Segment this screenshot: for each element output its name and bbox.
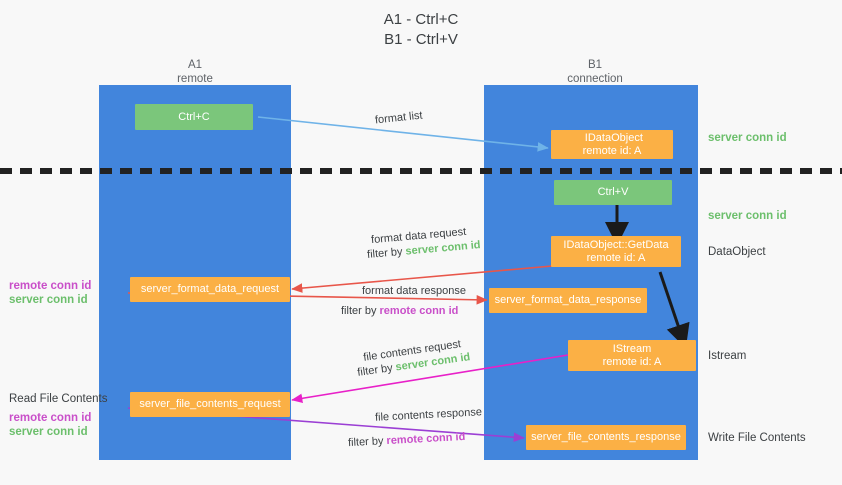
right-label-data-object: DataObject <box>708 246 766 258</box>
label-fcres-filter-prefix: filter by <box>347 435 387 450</box>
column-header-a1: A1 remote <box>120 58 270 86</box>
column-a1-sub: remote <box>177 73 213 85</box>
right-label-server-conn-id-top: server conn id <box>708 132 787 144</box>
left-label-server-conn-id-1: server conn id <box>9 294 88 306</box>
label-format-list: format list <box>374 109 424 127</box>
label-fdres-filter-prefix: filter by <box>341 305 380 317</box>
box-getdata-line2: remote id: A <box>586 251 646 264</box>
label-fdr-filter-prefix: filter by <box>366 245 407 261</box>
right-label-server-conn-id-mid: server conn id <box>708 210 787 222</box>
page-title: A1 - Ctrl+C B1 - Ctrl+V <box>0 10 842 50</box>
right-label-istream: Istream <box>708 350 747 362</box>
box-idataobject-line1: IDataObject <box>581 131 643 144</box>
box-ctrl-c-label: Ctrl+C <box>178 110 210 123</box>
box-idataobject-line2: remote id: A <box>582 144 642 157</box>
left-label-remote-conn-id-2: remote conn id <box>9 412 92 424</box>
box-server-file-contents-response[interactable]: server_file_contents_response <box>526 425 686 450</box>
left-label-read-file-contents: Read File Contents <box>9 393 108 405</box>
label-fcr-filter-prefix: filter by <box>356 361 397 379</box>
box-server-format-data-response[interactable]: server_format_data_response <box>489 288 647 313</box>
box-server-format-data-response-label: server_format_data_response <box>494 294 642 306</box>
label-fdres-filter-value: remote conn id <box>379 305 459 317</box>
column-b1-sub: connection <box>567 73 623 85</box>
box-server-format-data-request-label: server_format_data_request <box>140 283 280 295</box>
box-server-file-contents-request-label: server_file_contents_request <box>139 398 281 410</box>
label-format-data-response: format data response <box>362 285 466 297</box>
box-server-file-contents-request[interactable]: server_file_contents_request <box>130 392 290 417</box>
right-label-write-file-contents: Write File Contents <box>708 432 806 444</box>
divider-dashed-line <box>0 168 842 174</box>
column-header-b1: B1 connection <box>520 58 670 86</box>
label-fcres-filter-value: remote conn id <box>386 430 466 448</box>
box-ctrl-c[interactable]: Ctrl+C <box>135 104 253 130</box>
box-istream-line2: remote id: A <box>602 355 662 368</box>
column-a1-name: A1 <box>187 59 203 71</box>
box-istream[interactable]: IStream remote id: A <box>568 340 696 371</box>
label-file-contents-response: file contents response <box>374 406 483 424</box>
box-idataobject-format-list[interactable]: IDataObject remote id: A <box>551 130 673 159</box>
box-idataobject-getdata[interactable]: IDataObject::GetData remote id: A <box>551 236 681 267</box>
column-b1-name: B1 <box>587 59 603 71</box>
left-label-remote-conn-id-1: remote conn id <box>9 280 92 292</box>
box-getdata-line1: IDataObject::GetData <box>563 238 669 251</box>
box-istream-line1: IStream <box>612 342 652 355</box>
box-server-file-contents-response-label: server_file_contents_response <box>531 431 681 443</box>
left-label-server-conn-id-2: server conn id <box>9 426 88 438</box>
box-server-format-data-request[interactable]: server_format_data_request <box>130 277 290 302</box>
box-ctrl-v[interactable]: Ctrl+V <box>554 180 672 205</box>
title-line-1: A1 - Ctrl+C <box>383 11 459 28</box>
label-file-contents-response-filter: filter by remote conn id <box>348 430 466 451</box>
title-line-2: B1 - Ctrl+V <box>384 31 458 48</box>
label-format-data-response-filter: filter by remote conn id <box>341 304 458 319</box>
box-ctrl-v-label: Ctrl+V <box>597 186 629 198</box>
